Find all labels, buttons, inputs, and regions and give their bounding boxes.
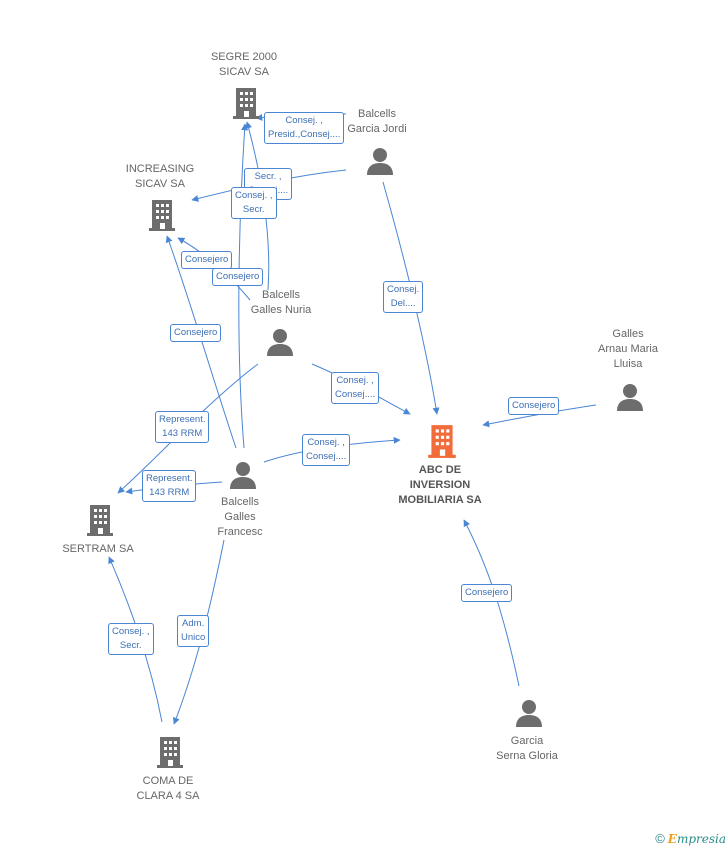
edge-label-line: Consej. [387,284,420,295]
node-label-line: SERTRAM SA [62,543,134,555]
edge-label-line: Consej. , [112,626,150,637]
edge-label[interactable]: Represent. 143 RRM [155,411,210,443]
edge-label-line: Represent. [159,414,206,425]
edge-label-line: Consej.... [306,451,347,462]
edge-label-line: Consejero [465,587,509,598]
edge-label-line: 143 RRM [149,487,190,498]
logo-letter: E [667,832,677,846]
edge-label[interactable]: Adm. Unico [177,615,210,647]
building-icon [87,505,113,536]
edge-label-line: Consejero [174,327,218,338]
node-label-line: Balcells [262,289,300,301]
building-icon [233,88,259,119]
node-label-line: Galles Nuria [250,304,312,316]
edge-label[interactable]: Consej. , Secr. [108,623,154,655]
node-label-line: Galles [612,328,644,340]
node-label-line: SEGRE 2000 [210,51,278,63]
person-icon [516,700,542,727]
edge-label-line: Consejero [216,271,260,282]
node-label-line: Arnau Maria [598,343,658,355]
edge-label-line: Consej. , [307,437,345,448]
edge-label-line: Represent. [146,473,193,484]
node-label-line: Serna Gloria [496,750,558,762]
building-icon-highlighted [428,425,456,458]
edge-label[interactable]: Consej. , Consej.... [331,372,380,404]
copyright-icon: © [655,831,665,846]
building-icon [157,737,183,768]
node-label-line: SICAV SA [219,66,269,78]
node-label-line: COMA DE [142,775,194,787]
empresia-logo[interactable]: ©Empresia [655,831,726,846]
edge-label[interactable]: Consej. , Secr. [231,187,277,219]
node-label-line: Balcells [221,496,259,508]
node-label-line: ABC DE [418,464,462,476]
person-icon [367,148,393,175]
edge-label-line: Consej.... [335,389,376,400]
edge-label-line: Presid.,Consej.... [268,129,341,140]
edge-label-line: Consej. , [285,115,323,126]
person-icon [230,462,256,489]
node-label-line: CLARA 4 SA [136,790,200,802]
person-icon [267,329,293,356]
edge-label-line: Unico [181,632,206,643]
edge-label[interactable]: Consejero [170,324,222,342]
edge-label[interactable]: Consej. Del.... [383,281,424,313]
person-icon [617,384,643,411]
edge-label[interactable]: Consejero [508,397,560,415]
edge-label-line: 143 RRM [162,428,203,439]
logo-text: mpresia [676,832,726,846]
node-coma-de-clara[interactable]: COMA DE CLARA 4 SA [98,774,238,804]
node-galles-arnau-maria-lluisa[interactable]: Galles Arnau Maria Lluisa [558,327,698,372]
edge-label-line: Secr. , [254,171,282,182]
node-label-line: INVERSION [409,479,471,491]
building-icon [149,200,175,231]
node-label-line: Francesc [217,526,263,538]
node-label-line: Balcells [358,108,396,120]
node-garcia-serna-gloria[interactable]: Garcia Serna Gloria [457,734,597,764]
edge-label-line: Consej. , [336,375,374,386]
edge-label-line: Adm. [182,618,205,629]
node-increasing-sicav[interactable]: INCREASING SICAV SA [90,162,230,192]
node-segre-2000-sicav[interactable]: SEGRE 2000 SICAV SA [174,50,314,80]
edge-label-line: Consejero [512,400,556,411]
node-balcells-galles-nuria[interactable]: Balcells Galles Nuria [211,288,351,318]
node-label-line: INCREASING [125,163,195,175]
node-label-line: Galles [224,511,256,523]
node-abc-de-inversion-mobiliaria[interactable]: ABC DE INVERSION MOBILIARIA SA [370,463,510,508]
edge-label[interactable]: Consej. , Presid.,Consej.... [264,112,345,144]
node-balcells-garcia-jordi[interactable]: Balcells Garcia Jordi [307,107,447,137]
edge-label-line: Del.... [390,298,416,309]
node-label-line: Garcia Jordi [347,123,407,135]
node-sertram[interactable]: SERTRAM SA [28,542,168,557]
edge-label-line: Consej. , [235,190,273,201]
node-label-line: Lluisa [613,358,643,370]
edge-label-line: Secr. [242,204,265,215]
edge-serna-abc [463,519,520,687]
node-balcells-galles-francesc[interactable]: Balcells Galles Francesc [170,495,310,540]
edge-label-line: Consejero [185,254,229,265]
node-label-line: SICAV SA [135,178,185,190]
edge-label[interactable]: Consejero [461,584,513,602]
edge-label[interactable]: Represent. 143 RRM [142,470,197,502]
node-label-line: Garcia [510,735,544,747]
edge-label[interactable]: Consejero [212,268,264,286]
edge-label-line: Secr. [119,640,142,651]
node-label-line: MOBILIARIA SA [398,494,482,506]
edge-francesc-segre [238,123,249,449]
edge-label[interactable]: Consejero [181,251,233,269]
edge-label[interactable]: Consej. , Consej.... [302,434,351,466]
